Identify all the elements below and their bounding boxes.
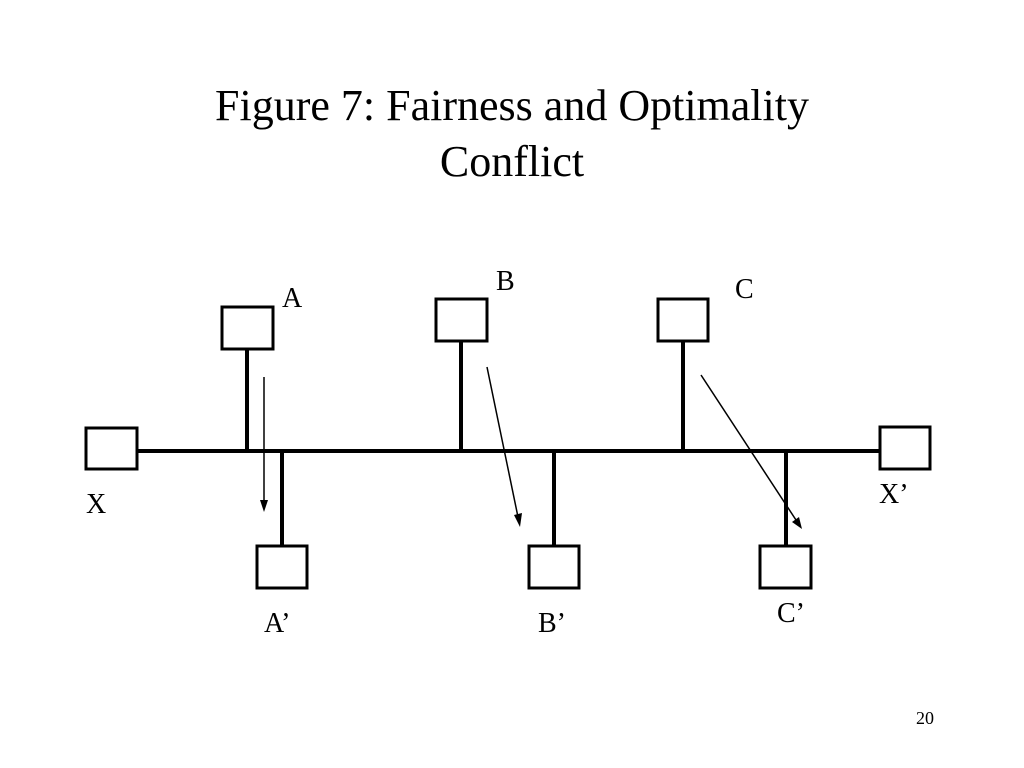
node-c-box xyxy=(656,297,710,343)
flow-arrow-a-to-a-prime xyxy=(260,377,268,512)
slide-title-line-1: Figure 7: Fairness and Optimality xyxy=(215,81,809,130)
node-x-prime-box xyxy=(878,425,932,471)
flow-arrow-c-to-c-prime xyxy=(700,374,802,529)
node-b-box xyxy=(434,297,489,343)
label-b-prime: B’ xyxy=(538,608,566,639)
label-c: C xyxy=(735,274,754,305)
slide-title: Figure 7: Fairness and Optimality Confli… xyxy=(0,78,1024,190)
label-b: B xyxy=(496,266,515,297)
label-x: X xyxy=(86,489,106,520)
flow-arrow-b-to-b-prime xyxy=(486,366,522,527)
node-x-box xyxy=(84,426,139,471)
label-a: A xyxy=(282,283,303,314)
page-number: 20 xyxy=(916,708,934,728)
label-c-prime: C’ xyxy=(777,598,805,629)
label-a-prime: A’ xyxy=(264,608,290,639)
node-a-prime-box xyxy=(255,544,309,590)
node-b-prime-box xyxy=(527,544,581,590)
node-c-prime-box xyxy=(758,544,813,590)
node-a-box xyxy=(220,305,275,351)
label-x-prime: X’ xyxy=(879,479,909,510)
slide-title-line-2: Conflict xyxy=(439,137,585,186)
